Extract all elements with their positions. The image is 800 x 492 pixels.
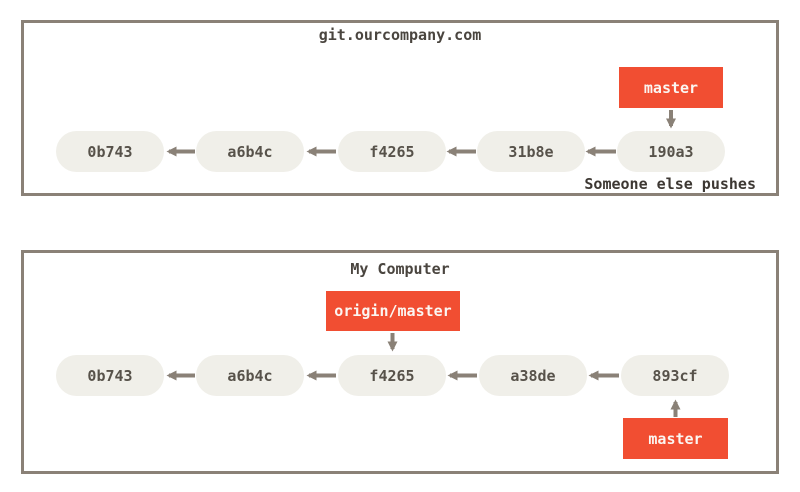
remote-tracking-branch-label: origin/master	[326, 291, 460, 331]
commit-node: f4265	[338, 355, 446, 396]
local-repo-title: My Computer	[350, 260, 450, 278]
push-annotation: Someone else pushes	[584, 175, 756, 193]
commit-node: a6b4c	[196, 355, 304, 396]
commit-node: f4265	[338, 131, 446, 172]
local-repo-box	[21, 250, 779, 474]
commit-node: 893cf	[621, 355, 729, 396]
remote-branch-label-master: master	[619, 67, 723, 108]
local-branch-label-master: master	[623, 418, 728, 459]
commit-node: 0b743	[56, 131, 164, 172]
commit-node: 190a3	[617, 131, 725, 172]
commit-node: a38de	[479, 355, 587, 396]
commit-node: 0b743	[56, 355, 164, 396]
commit-node: 31b8e	[477, 131, 585, 172]
commit-node: a6b4c	[196, 131, 304, 172]
remote-repo-box	[21, 20, 779, 196]
remote-repo-title: git.ourcompany.com	[318, 26, 482, 44]
